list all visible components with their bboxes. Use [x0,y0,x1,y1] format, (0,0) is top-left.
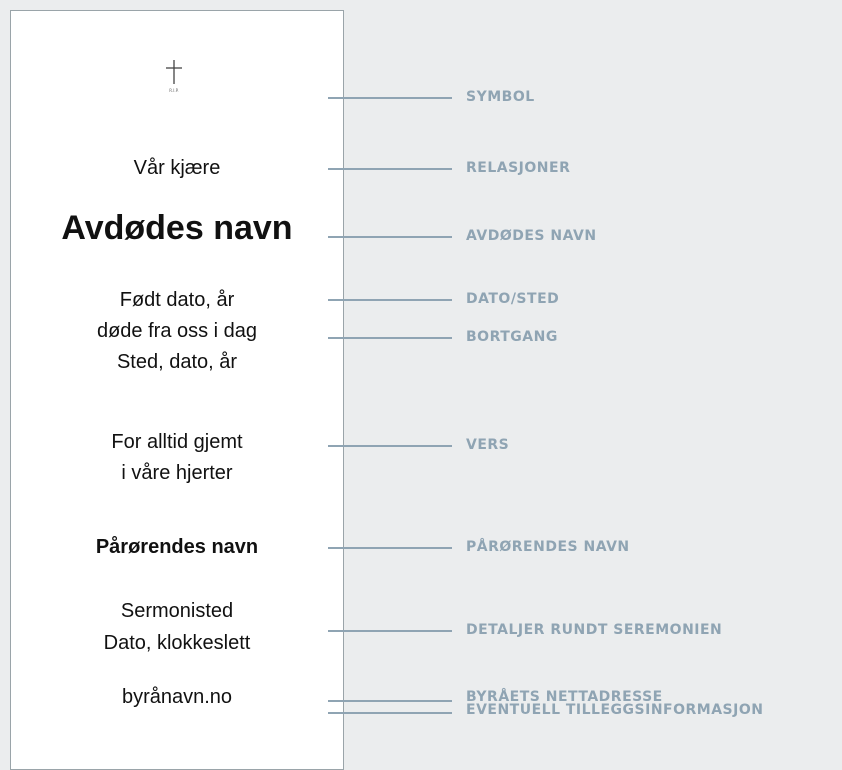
connector-verse [328,445,452,447]
label-date-place: DATO/STED [466,291,560,307]
connector-ceremony [328,630,452,632]
label-ceremony: DETALJER RUNDT SEREMONIEN [466,622,723,638]
connector-deceased-name [328,236,452,238]
label-website: BYRÅETS NETTADRESSE [466,689,663,705]
label-relations: RELASJONER [466,160,571,176]
relatives-name: Pårørendes navn [95,536,259,558]
cross-icon: R.I.P. [166,60,182,93]
label-extra: EVENTUELL TILLEGGSINFORMASJON [466,702,764,718]
label-verse: VERS [466,437,510,453]
connector-website [328,700,452,702]
connector-symbol [328,97,452,99]
label-relatives: PÅRØRENDES NAVN [466,539,630,555]
symbol-caption: R.I.P. [169,88,178,93]
obituary-card [10,10,344,770]
place-date-text: Sted, dato, år [116,351,238,373]
label-symbol: SYMBOL [466,89,535,105]
website-text: byrånavn.no [121,686,233,708]
connector-date-place [328,299,452,301]
ceremony-place: Sermonisted [120,600,234,622]
connector-relations [328,168,452,170]
deceased-name: Avdødes navn [61,209,293,247]
verse-line-2: i våre hjerter [121,462,233,484]
connector-relatives [328,547,452,549]
birth-text: Født dato, år [119,289,235,311]
label-deceased-name: AVDØDES NAVN [466,228,597,244]
passing-text: døde fra oss i dag [96,320,258,342]
label-passing: BORTGANG [466,329,558,345]
relation-text: Vår kjære [133,157,221,179]
connector-passing [328,337,452,339]
connector-extra [328,712,452,714]
verse-line-1: For alltid gjemt [111,431,243,453]
ceremony-time: Dato, klokkeslett [103,632,251,654]
